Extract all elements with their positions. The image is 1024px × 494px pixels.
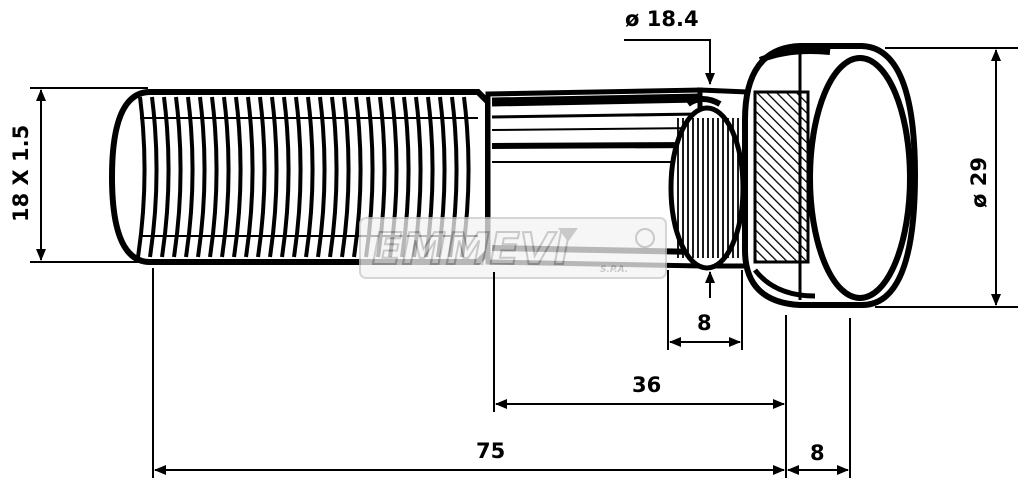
- watermark-logo: EMMEVI S.P.A.: [359, 217, 667, 279]
- dimension-knurl-diameter: ø 18.4: [624, 7, 715, 298]
- dimension-thread: 18 X 1.5: [9, 87, 148, 263]
- registered-mark-icon: [635, 228, 655, 248]
- total-length-label: 75: [476, 439, 505, 463]
- head-diameter-label: ø 29: [967, 157, 991, 208]
- threaded-section: [108, 89, 491, 265]
- watermark-triangle-icon: [558, 228, 578, 242]
- dimension-shank-length: 36: [493, 272, 787, 478]
- dimension-head-diameter: ø 29: [875, 47, 1018, 308]
- dimension-total-length: 75: [152, 268, 785, 478]
- shank-length-label: 36: [632, 373, 661, 397]
- dimension-knurl-length: 8: [667, 270, 743, 350]
- bolt-body: [108, 43, 919, 308]
- thread-size-label: 18 X 1.5: [9, 125, 33, 222]
- bolt-head: [742, 43, 919, 308]
- knurled-section: [668, 87, 751, 271]
- head-length-label: 8: [810, 441, 825, 465]
- watermark-suffix: S.P.A.: [600, 265, 628, 275]
- knurl-diameter-label: ø 18.4: [625, 7, 699, 31]
- watermark-brand: EMMEVI: [372, 224, 570, 275]
- knurl-length-label: 8: [697, 311, 712, 335]
- knurl-lines: [677, 118, 739, 258]
- dimension-head-length: 8: [787, 318, 851, 478]
